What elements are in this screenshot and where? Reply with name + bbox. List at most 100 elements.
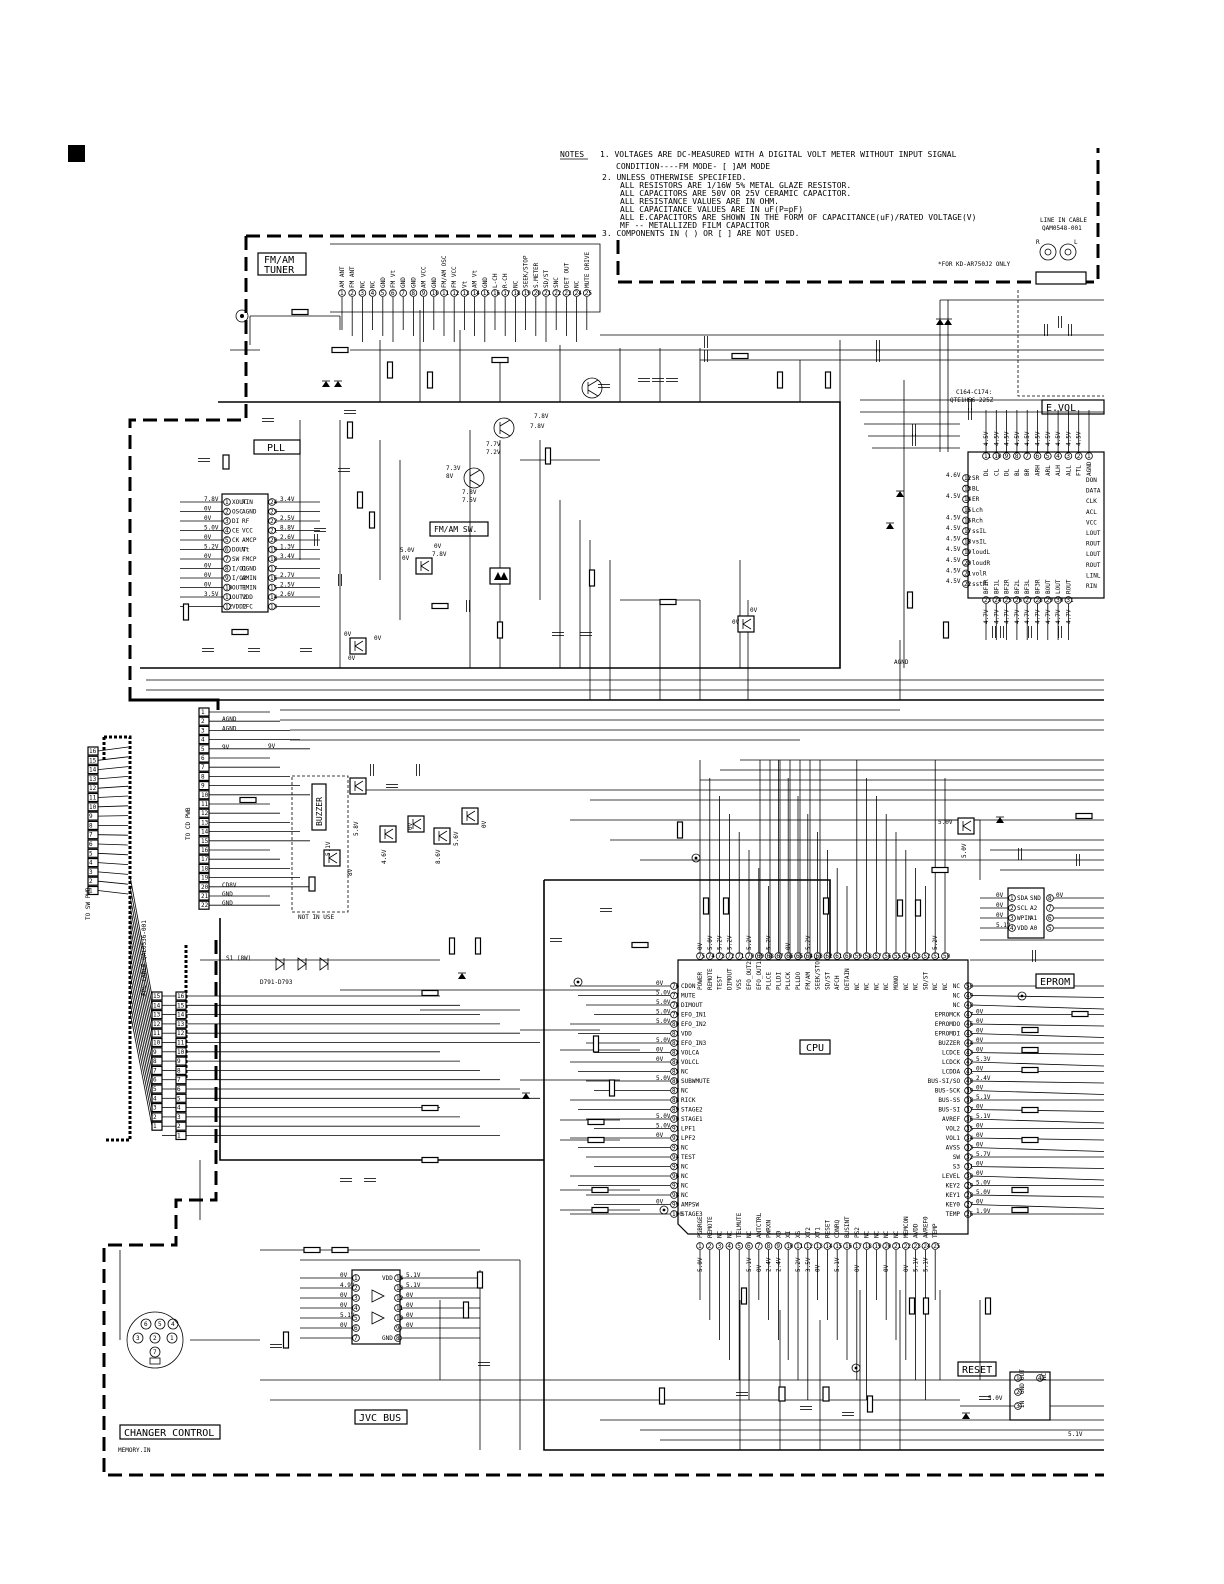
cpu-right-label: KEY1: [946, 1192, 961, 1199]
pin-number: 93: [672, 1145, 680, 1152]
tuner-pin: [399, 289, 408, 297]
cpu-left-pin: [670, 1096, 678, 1104]
pin-number: 18: [964, 539, 972, 546]
evol-top-pin: [1033, 452, 1042, 460]
pin-number: 16: [493, 290, 501, 297]
pin-number: 96: [672, 1173, 680, 1180]
pll-pins: XOUT17.8VOSC20VDI30VCE45.0VCK50VDOUT65.2…: [180, 496, 320, 611]
pin-number: 74: [708, 953, 716, 960]
changer-label-box: [119, 1424, 221, 1440]
resistor: [822, 897, 830, 915]
jvc-pin: [394, 1314, 402, 1322]
pin-number: 4: [371, 290, 375, 297]
reset-pin: [1014, 1402, 1022, 1410]
pin-number: 4: [354, 1305, 358, 1312]
cpu-bottom-label: ANTCTRL: [756, 1212, 763, 1238]
pin-number: 13: [964, 486, 972, 493]
memory-in-label: MEMORY.IN: [118, 1447, 151, 1454]
pin-number: 31: [966, 1164, 974, 1171]
cpu-bottom-label: XS: [795, 1230, 802, 1238]
evol-top-pin: [1023, 452, 1031, 460]
digital-transistor-icon: [349, 637, 367, 655]
tuner-pin: [419, 289, 428, 297]
v-sw5b: 0V: [402, 555, 410, 562]
tuner-pin: [348, 289, 357, 297]
cpu-left-pin: [670, 1048, 678, 1057]
digital-transistor-icon: [407, 815, 425, 833]
cpu-top-pin: [872, 952, 881, 960]
din-pin-number: 6: [144, 1321, 148, 1328]
pin-number: 87: [672, 1088, 680, 1095]
cpu-bottom-pin: [715, 1242, 724, 1250]
pin-number: 80: [672, 1021, 680, 1028]
pin-number: 85: [672, 1069, 680, 1076]
reset-pin-label: GND: [1019, 1383, 1026, 1394]
buzzer-label-box: [311, 783, 327, 831]
pll-left-pin: CE: [232, 528, 240, 535]
resistor: [592, 1035, 600, 1053]
rca-l-label: L: [1074, 239, 1078, 246]
pin-number: 35: [966, 1126, 974, 1133]
cpu-right-volt: 0V: [976, 1028, 984, 1035]
cpu-right-pin: [964, 1058, 972, 1066]
eprom-left-label: VDD: [1017, 925, 1028, 932]
cpu-right-pin: [964, 1029, 972, 1038]
cpu-bottom-pin: [745, 1242, 753, 1250]
transistor-icon: [581, 377, 603, 399]
pin-number: 20: [884, 1243, 892, 1250]
cpu-right-volt: 5.0V: [976, 1189, 991, 1196]
pin-number: 43: [966, 1050, 974, 1057]
pin-number: 15: [483, 290, 491, 297]
cpu-top-label: NC: [903, 982, 910, 990]
digital-transistor-icon: [323, 849, 341, 867]
evol-bottom-volt: 4.7V: [1024, 609, 1031, 624]
cpu-right-label: TEMP: [946, 1211, 961, 1218]
cd-pin-number: 11: [201, 801, 209, 808]
resistor: [942, 621, 950, 639]
pin-number: 1: [1087, 453, 1091, 460]
evol-top-volt: 4.5V: [1035, 431, 1042, 446]
evol-left-label: vsIL: [972, 539, 987, 546]
tuner-pin: [501, 289, 510, 297]
evol-right-label: LOUT: [1086, 551, 1101, 558]
din-pin: [140, 1318, 152, 1330]
pll-left-volt: 5.0V: [204, 525, 219, 532]
cpu-top-volt: 5.2V: [766, 935, 773, 950]
pin-number: 71: [737, 953, 745, 960]
evol-left-label: loudR: [972, 560, 990, 567]
cpu-right-label: SW: [953, 1154, 961, 1161]
evol-top-label: ALL: [1065, 465, 1072, 476]
note-line-8: ALL E.CAPACITORS ARE SHOWN IN THE FORM O…: [620, 213, 976, 222]
cpu-right-pin: [964, 1191, 972, 1199]
fpc-inner-pin-number: 4: [153, 1095, 157, 1102]
fpc-pin-number: 3: [89, 869, 93, 876]
line-in-part: QAM0548-001: [1042, 225, 1082, 232]
cpu-left-label: STAGE2: [681, 1107, 703, 1114]
cpu-bottom-volt: 0V: [883, 1264, 890, 1272]
pll-right-pin: AMIN: [242, 575, 257, 582]
cpu-right-label: AVREF: [942, 1116, 960, 1123]
evol-top-label: CL: [993, 468, 1000, 476]
fpc-inner-pin-number: 12: [153, 1021, 161, 1028]
cpu-right-label: AVSS: [946, 1145, 961, 1152]
pll-pin: [268, 517, 276, 525]
pll-left-volt: 0V: [204, 572, 212, 579]
pin-number: 73: [718, 953, 726, 960]
resistor: [658, 1387, 666, 1405]
switch-label: S1 (8W): [226, 955, 251, 962]
evol-left-label: ssIL: [972, 528, 987, 535]
evol-section: E.VOL 11DL4.5V10CL4.5V9DL4.5V8BL4.5V7BR4…: [946, 389, 1105, 640]
cd-pin-number: 2: [201, 718, 205, 725]
pll-left-pin: VDD2: [232, 604, 247, 611]
cpu-bottom-volt: 5.1V: [913, 1257, 920, 1272]
cpu-top-label: REMOTE: [707, 968, 714, 990]
cpu-top-label: PLLDI: [775, 972, 782, 990]
evol-left-label: Rch: [972, 517, 983, 524]
pin-number: 3: [360, 290, 364, 297]
resistor: [984, 1297, 992, 1315]
pll-label: PLL: [267, 443, 285, 454]
din-pin-number: 4: [171, 1321, 175, 1328]
evol-bottom-label: BF1R: [983, 579, 990, 594]
cpu-left-label: NC: [681, 1145, 689, 1152]
pll-pin: [223, 555, 231, 563]
